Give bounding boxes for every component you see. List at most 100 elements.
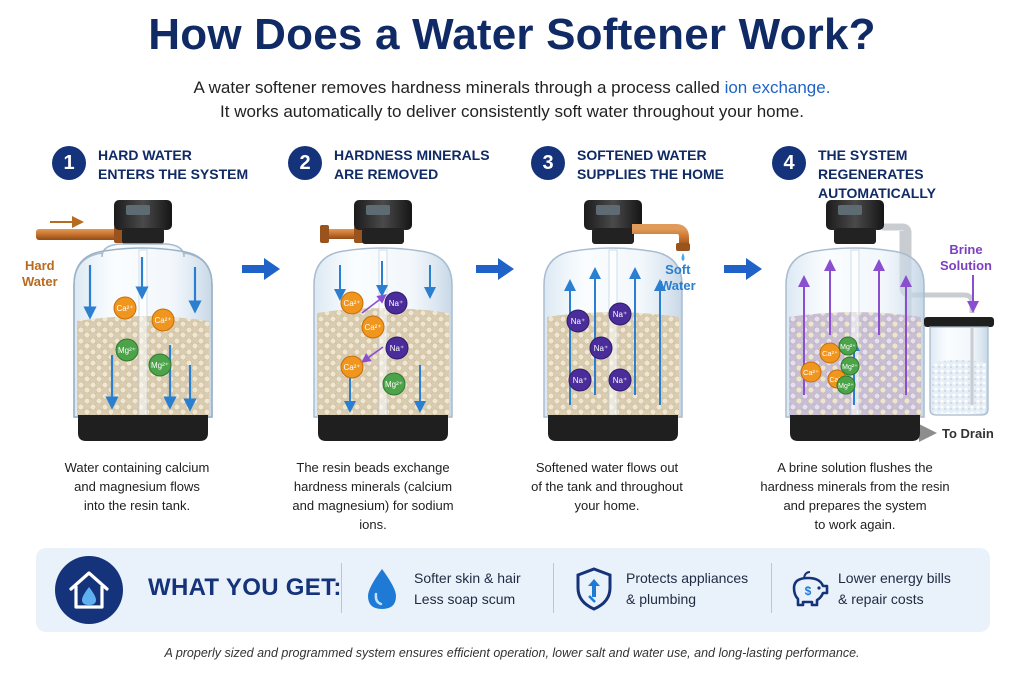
magnesium-ion: Mg²⁺ <box>382 372 406 396</box>
svg-text:$: $ <box>805 584 812 598</box>
step-title-line: HARD WATER <box>98 147 192 163</box>
ion-label: Na⁺ <box>613 310 627 319</box>
caption-line: A brine solution flushes the <box>777 460 933 475</box>
calcium-ion: Ca²⁺ <box>113 296 137 320</box>
exchange-arrow <box>361 346 384 363</box>
ion-label: Na⁺ <box>390 344 404 353</box>
tank-regeneration: Ca²⁺ Ca²⁺ Ca²⁺ Mg²⁺ Mg²⁺ Mg²⁺ <box>785 200 994 442</box>
shield-icon <box>576 567 612 611</box>
brine-tank <box>924 317 994 416</box>
step-number-badge: 4 <box>772 146 806 180</box>
ion-label: Na⁺ <box>389 299 403 308</box>
step-title-line: ENTERS THE SYSTEM <box>98 166 249 182</box>
step-title-line: SUPPLIES THE HOME <box>577 166 725 182</box>
ion-label: Na⁺ <box>594 344 608 353</box>
ion-label: Ca²⁺ <box>116 304 133 313</box>
valve-display <box>596 205 620 215</box>
divider <box>553 563 554 613</box>
subtitle-line-1: A water softener removes hardness minera… <box>0 78 1024 98</box>
label-line: Solution <box>940 258 992 273</box>
benefit-line: Less soap scum <box>414 591 516 607</box>
benefit-line: Lower energy bills <box>838 570 951 586</box>
tank-base <box>78 415 208 441</box>
label-line: Water <box>660 278 696 293</box>
label-line: Brine <box>949 242 983 257</box>
step-title-line: ARE REMOVED <box>334 166 439 182</box>
benefit-lower-bills: Lower energy bills & repair costs <box>838 568 951 610</box>
step-1-caption: Water containing calcium and magnesium fl… <box>32 458 242 515</box>
valve-display <box>126 205 150 215</box>
calcium-ion: Ca²⁺ <box>800 361 822 383</box>
caption-line: and magnesium flows <box>74 479 200 494</box>
pipe-fitting <box>320 225 329 243</box>
pipe-fitting <box>354 226 364 243</box>
step-title-line: HARDNESS MINERALS <box>334 147 490 163</box>
sodium-ion: Na⁺ <box>608 302 632 326</box>
caption-line: of the tank and throughout <box>531 479 683 494</box>
valve-base <box>122 228 164 244</box>
magnesium-ion: Mg²⁺ <box>836 375 856 395</box>
caption-line: Water containing calcium <box>64 460 210 475</box>
piggy-bank-icon: $ <box>792 571 829 607</box>
page-title: How Does a Water Softener Work? <box>148 10 876 59</box>
tank-ion-exchange: Ca²⁺ Ca²⁺ Ca²⁺ Na⁺ Na⁺ Mg²⁺ <box>313 200 453 441</box>
valve-base <box>834 228 876 244</box>
ion-label: Ca²⁺ <box>343 363 360 372</box>
ion-label: Mg²⁺ <box>385 380 403 389</box>
divider <box>341 563 342 613</box>
ion-label: Na⁺ <box>571 317 585 326</box>
caption-line: Softened water flows out <box>535 460 679 475</box>
divider <box>771 563 772 613</box>
pipe-fitting <box>676 243 690 251</box>
tank-base <box>790 415 920 441</box>
step-number-badge: 2 <box>288 146 322 180</box>
copper-inlet-pipe <box>36 229 122 240</box>
caption-line: hardness minerals from the resin <box>760 479 950 494</box>
benefit-line: Softer skin & hair <box>414 570 521 586</box>
benefit-line: & plumbing <box>626 591 697 607</box>
caption-line: The resin beads exchange <box>296 460 450 475</box>
calcium-ion: Ca²⁺ <box>340 291 364 315</box>
valve-display <box>838 205 862 215</box>
calcium-ion: Ca²⁺ <box>151 308 175 332</box>
calcium-ion: Ca²⁺ <box>361 315 385 339</box>
step-1-header: 1 HARD WATER ENTERS THE SYSTEM <box>52 146 278 184</box>
label-line: Hard <box>25 258 55 273</box>
benefit-protects-appliances: Protects appliances & plumbing <box>626 568 748 610</box>
ion-label: Mg²⁺ <box>151 361 169 370</box>
subtitle-line-2: It works automatically to deliver consis… <box>220 102 804 121</box>
caption-line: hardness minerals (calcium <box>293 479 453 494</box>
sodium-ion: Na⁺ <box>608 368 632 392</box>
caption-line: and prepares the system <box>783 498 927 513</box>
ion-label: Mg²⁺ <box>118 346 136 355</box>
sodium-ion: Na⁺ <box>384 291 408 315</box>
copper-inlet-pipe <box>322 229 358 239</box>
salt-bed <box>932 360 986 413</box>
tank-soft-water: Na⁺ Na⁺ Na⁺ Na⁺ Na⁺ <box>543 200 690 441</box>
step-title: HARDNESS MINERALS ARE REMOVED <box>334 146 514 184</box>
drain-line <box>882 223 912 407</box>
subtitle-text: A water softener removes hardness minera… <box>193 78 725 97</box>
ion-label: Ca²⁺ <box>830 377 845 384</box>
ion-label: Ca²⁺ <box>364 323 381 332</box>
ion-label: Ca²⁺ <box>343 299 360 308</box>
sodium-ion: Na⁺ <box>566 309 590 333</box>
calcium-ion: Ca²⁺ <box>340 355 364 379</box>
step-title-line: THE SYSTEM REGENERATES <box>818 147 924 182</box>
ion-label: Ca²⁺ <box>154 316 171 325</box>
benefit-line: & repair costs <box>838 591 924 607</box>
magnesium-ion: Mg²⁺ <box>840 356 860 376</box>
benefit-line: Protects appliances <box>626 570 749 586</box>
brine-tank-lid <box>924 317 994 327</box>
house-water-icon <box>55 556 123 624</box>
step-number-badge: 3 <box>531 146 565 180</box>
step-number-badge: 1 <box>52 146 86 180</box>
what-you-get-heading: WHAT YOU GET: <box>148 574 342 601</box>
